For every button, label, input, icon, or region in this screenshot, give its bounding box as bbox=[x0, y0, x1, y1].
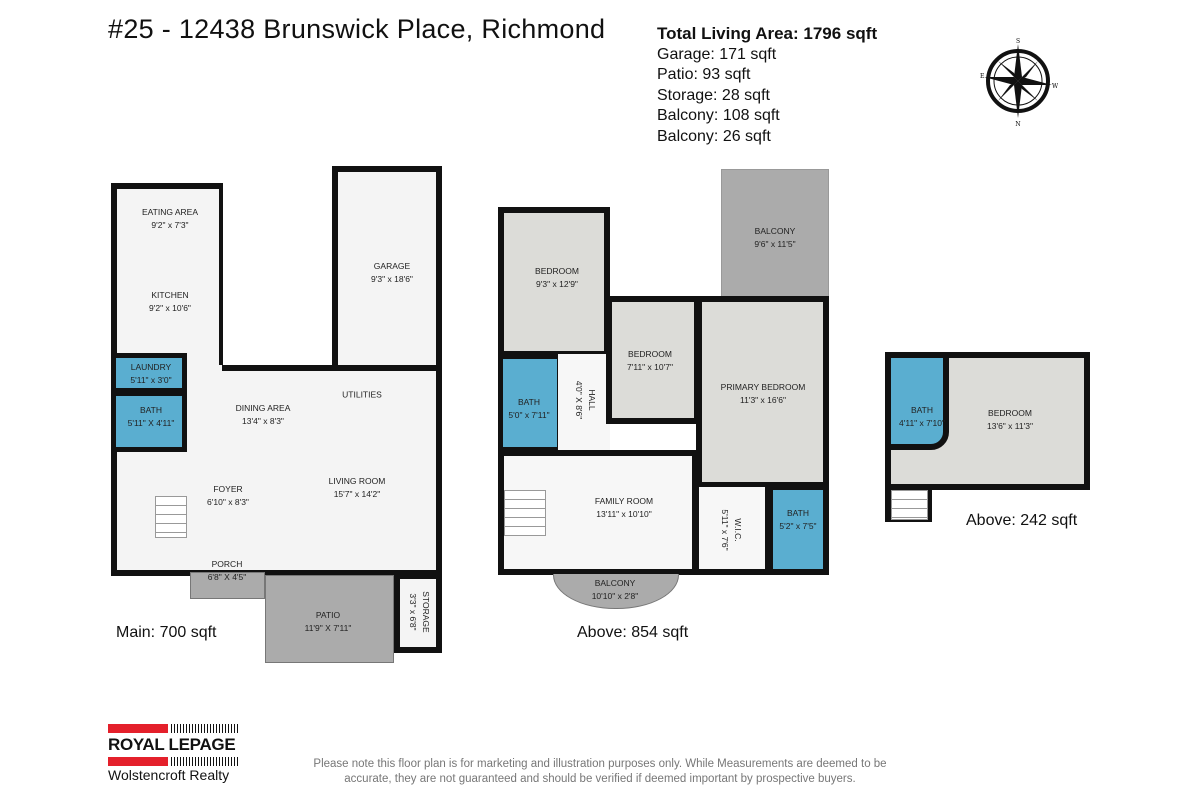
logo-brand: ROYAL LEPAGE bbox=[108, 735, 236, 754]
stairs bbox=[504, 490, 546, 536]
logo-bar bbox=[108, 724, 239, 733]
area-item: Garage: 171 sqft bbox=[657, 45, 777, 63]
compass-n: N bbox=[1015, 121, 1020, 126]
stairs bbox=[155, 496, 187, 538]
page-title: #25 - 12438 Brunswick Place, Richmond bbox=[108, 14, 606, 44]
area-item: Balcony: 26 sqft bbox=[657, 127, 771, 145]
room-primary-bedroom bbox=[696, 296, 829, 488]
room-kitchen-eating bbox=[111, 183, 223, 373]
disclaimer-line: Please note this floor plan is for marke… bbox=[313, 758, 887, 770]
disclaimer: Please note this floor plan is for marke… bbox=[300, 757, 900, 787]
room-bath-main bbox=[111, 391, 187, 452]
label-utilities: UTILITIES bbox=[342, 389, 382, 400]
room-storage bbox=[394, 573, 442, 653]
disclaimer-line: accurate, they are not guaranteed and sh… bbox=[344, 773, 856, 785]
top-floor-area: Above: 242 sqft bbox=[966, 512, 1078, 529]
area-item: Storage: 28 sqft bbox=[657, 86, 770, 104]
compass-e: E bbox=[980, 73, 984, 80]
royal-lepage-logo: ROYAL LEPAGE Wolstencroft Realty bbox=[108, 724, 239, 783]
room-balcony-large bbox=[721, 169, 829, 299]
room-bath-top bbox=[885, 352, 949, 450]
compass-rose-icon: S N E W bbox=[980, 38, 1058, 126]
room-laundry bbox=[111, 353, 187, 393]
total-living-area: Total Living Area: 1796 sqft bbox=[657, 24, 878, 43]
room-porch bbox=[190, 572, 265, 599]
compass-s: S bbox=[1016, 38, 1020, 45]
logo-office: Wolstencroft Realty bbox=[108, 767, 230, 783]
area-summary: Total Living Area: 1796 sqft Garage: 171… bbox=[657, 24, 877, 147]
main-floor-area: Main: 700 sqft bbox=[116, 624, 217, 641]
room-bath-upper-2 bbox=[767, 484, 829, 575]
room-patio bbox=[265, 575, 394, 663]
logo-bar bbox=[108, 757, 239, 766]
room-bedroom-1 bbox=[498, 207, 610, 357]
upper-floor-area: Above: 854 sqft bbox=[577, 624, 689, 641]
stairs bbox=[891, 490, 928, 520]
label-wic: W.I.C.5'11" x 7'6" bbox=[720, 509, 743, 551]
area-item: Patio: 93 sqft bbox=[657, 66, 751, 83]
room-hall bbox=[558, 354, 610, 452]
room-bath-upper-1 bbox=[498, 354, 562, 452]
compass-w: W bbox=[1052, 83, 1058, 90]
area-item: Balcony: 108 sqft bbox=[657, 107, 780, 124]
